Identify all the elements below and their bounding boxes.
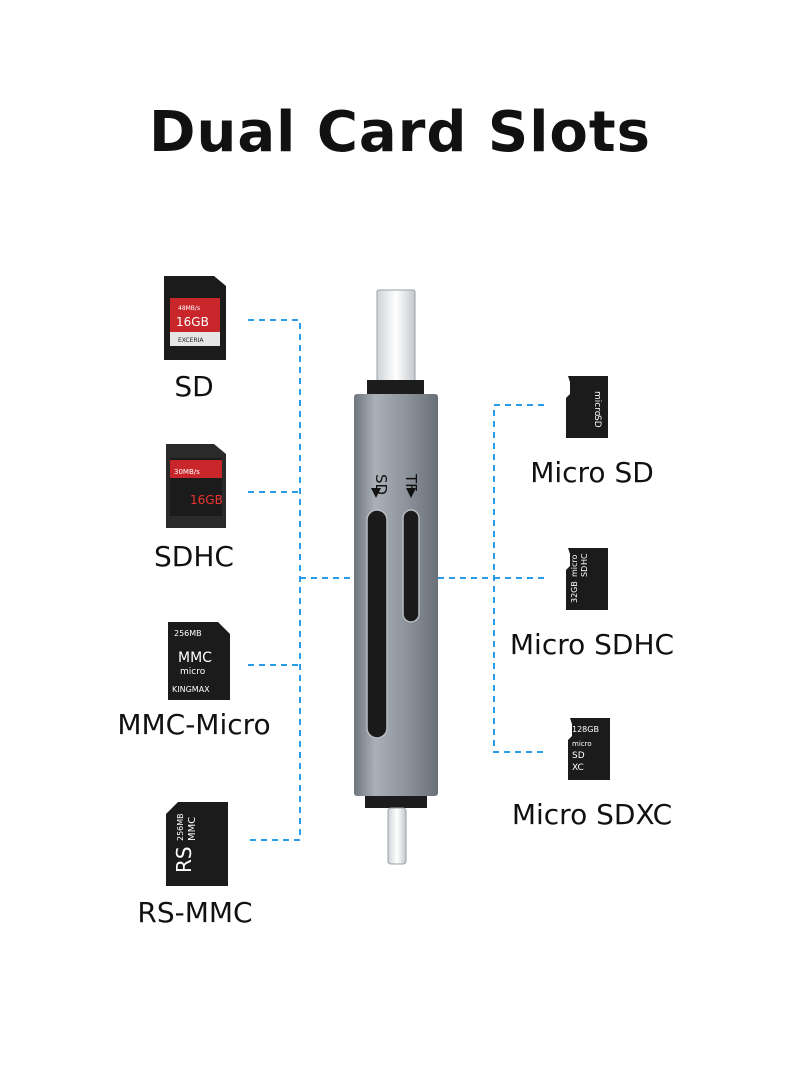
svg-text:16GB: 16GB	[176, 315, 209, 329]
svg-text:MMC: MMC	[187, 817, 198, 841]
svg-text:48MB/s: 48MB/s	[178, 305, 200, 312]
card-reader: SD TF	[354, 289, 438, 865]
sd-slot	[366, 509, 388, 739]
micro-sd-card-icon: micro SD	[566, 376, 608, 438]
svg-text:128GB: 128GB	[572, 725, 599, 734]
label-mmc-micro: MMC-Micro	[117, 708, 271, 741]
label-micro-sdxc: Micro SDXC	[511, 798, 673, 831]
svg-text:RS: RS	[172, 846, 196, 873]
micro-sdxc-card-icon: 128GB micro SD XC	[568, 718, 610, 780]
mmc-micro-card-icon: 256MB MMC micro KINGMAX	[168, 622, 230, 700]
svg-text:micro: micro	[572, 740, 592, 748]
svg-text:micro: micro	[592, 391, 602, 417]
sd-card-icon: 48MB/s 16GB EXCERIA	[164, 276, 226, 360]
svg-text:MMC: MMC	[178, 650, 212, 666]
svg-text:SD: SD	[580, 566, 589, 577]
svg-text:XC: XC	[572, 763, 584, 773]
svg-text:32GB: 32GB	[570, 581, 579, 603]
svg-text:micro: micro	[180, 667, 206, 677]
svg-text:SD: SD	[572, 751, 585, 761]
label-sd: SD	[174, 370, 214, 403]
label-rs-mmc: RS-MMC	[137, 896, 253, 929]
page-title: Dual Card Slots	[148, 100, 652, 165]
micro-sdhc-card-icon: 32GB micro SD HC	[566, 548, 608, 610]
svg-text:256MB: 256MB	[174, 629, 202, 638]
sdhc-card-icon: 30MB/s 16GB	[166, 444, 226, 528]
tf-slot	[402, 509, 420, 623]
slot-tf-label: TF	[402, 473, 420, 492]
label-sdhc: SDHC	[154, 540, 234, 573]
svg-text:SD: SD	[592, 415, 602, 428]
svg-text:micro: micro	[570, 554, 579, 577]
svg-text:16GB: 16GB	[190, 493, 223, 507]
svg-text:EXCERIA: EXCERIA	[178, 337, 204, 344]
label-micro-sdhc: Micro SDHC	[509, 628, 675, 661]
svg-text:HC: HC	[580, 553, 589, 565]
svg-text:KINGMAX: KINGMAX	[172, 685, 210, 694]
label-micro-sd: Micro SD	[530, 456, 654, 489]
rs-mmc-card-icon: RS 256MB MMC	[166, 802, 228, 886]
svg-text:256MB: 256MB	[176, 813, 185, 841]
svg-text:30MB/s: 30MB/s	[174, 468, 200, 476]
